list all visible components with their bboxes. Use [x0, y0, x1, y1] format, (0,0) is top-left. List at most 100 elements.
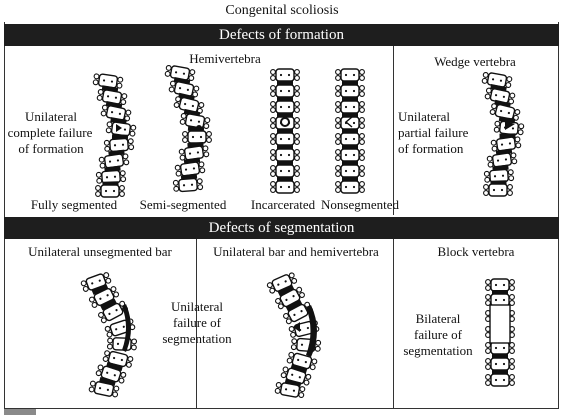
label-line: of formation: [398, 141, 464, 156]
disc: [492, 353, 508, 359]
disc: [277, 112, 293, 118]
label-line: failure of: [413, 327, 462, 342]
wedge-heading: Wedge vertebra: [434, 54, 516, 69]
disc: [277, 96, 293, 102]
vertebra: [179, 113, 211, 129]
frame-left: [4, 22, 5, 408]
vertebra: [485, 278, 515, 292]
label-line: partial failure: [398, 125, 469, 140]
vertebra: [172, 177, 204, 193]
vertebra: [92, 73, 124, 89]
vertebra: [174, 161, 206, 177]
disc: [106, 361, 123, 372]
vertebra: [483, 168, 515, 184]
hemivertebra-heading: Hemivertebra: [189, 51, 261, 66]
segmentation-divider-1: [196, 239, 197, 408]
vertebra: [98, 153, 130, 169]
vertebra: [335, 148, 365, 162]
type-semi-segmented: Semi-segmented: [139, 197, 227, 212]
type-incarcerated: Incarcerated: [250, 197, 316, 212]
vertebra: [270, 164, 300, 178]
vertebra: [173, 96, 205, 114]
disc: [342, 112, 358, 118]
unsegmented-bar-heading: Unilateral unsegmented bar: [28, 244, 172, 259]
vertebra: [270, 68, 300, 82]
vertebra: [490, 136, 522, 152]
vertebra: [485, 357, 515, 371]
vertebra: [335, 84, 365, 98]
disc: [342, 176, 358, 182]
disc: [277, 176, 293, 182]
vertebra: [270, 180, 300, 194]
vertebra: [88, 286, 120, 308]
vertebra: [95, 364, 127, 384]
label-line: Unilateral: [398, 109, 450, 124]
hemivertebra-mark: [280, 117, 290, 127]
block-vertebra-heading: Block vertebra: [437, 244, 515, 259]
vertebra: [106, 337, 138, 351]
type-fully-segmented: Fully segmented: [30, 197, 118, 212]
hemivertebra-wedge: [293, 322, 300, 332]
segmentation-header: Defects of segmentation: [4, 217, 559, 239]
frame-right: [558, 22, 559, 408]
disc: [277, 128, 293, 134]
disc: [492, 290, 508, 295]
vertebra: [274, 382, 306, 398]
disc: [342, 80, 358, 86]
vertebra: [168, 80, 200, 98]
disc: [277, 160, 293, 166]
vertebra: [335, 180, 365, 194]
label-line: segmentation: [403, 343, 473, 358]
formation-header: Defects of formation: [4, 24, 559, 46]
vertebra: [335, 68, 365, 82]
corner-mark: [4, 409, 36, 415]
label-line: of formation: [18, 141, 84, 156]
vertebra: [485, 341, 515, 355]
figure-title: Congenital scoliosis: [225, 3, 339, 18]
vertebra: [485, 373, 515, 387]
disc: [277, 144, 293, 150]
disc: [342, 144, 358, 150]
type-nonsegmented: Nonsegmented: [321, 197, 399, 212]
vertebra: [103, 137, 135, 153]
vertebra: [335, 164, 365, 178]
disc: [99, 377, 116, 386]
vertebra: [290, 337, 322, 353]
label-line: Bilateral: [415, 311, 461, 326]
spine-wedge: [481, 72, 525, 197]
spine-semi-segmented: [164, 65, 212, 193]
segmentation-divider-2: [393, 239, 394, 408]
vertebra: [483, 183, 513, 197]
vertebra: [335, 132, 365, 146]
hemivertebra-wedge: [116, 124, 122, 132]
disc: [342, 96, 358, 102]
unsegmented-bar: [306, 305, 317, 357]
vertebra: [270, 84, 300, 98]
unsegmented-bar: [122, 304, 131, 352]
hemivertebra-mark: [196, 125, 202, 131]
disc: [277, 80, 293, 86]
vertebra: [486, 152, 518, 168]
vertebra: [489, 103, 521, 121]
label-line: Unilateral: [171, 299, 223, 314]
disc: [285, 299, 303, 312]
label-line: complete failure: [7, 125, 93, 140]
vertebra: [481, 72, 513, 88]
vertebra: [335, 100, 365, 114]
label-line: failure of: [172, 315, 221, 330]
vertebra: [95, 169, 127, 185]
wedge-mark: [505, 121, 515, 130]
spine-bar-hemivertebra: [266, 272, 322, 398]
spine-unsegmented-bar: [80, 272, 138, 398]
vertebra: [182, 130, 212, 144]
vertebra: [283, 301, 313, 325]
vertebra: [270, 132, 300, 146]
disc: [492, 369, 508, 375]
vertebra: [286, 351, 318, 371]
disc: [342, 160, 358, 166]
hemivertebra-mark: [344, 116, 353, 128]
vertebra: [266, 272, 298, 294]
disc: [277, 284, 295, 297]
spine-incarcerated: [270, 68, 300, 194]
